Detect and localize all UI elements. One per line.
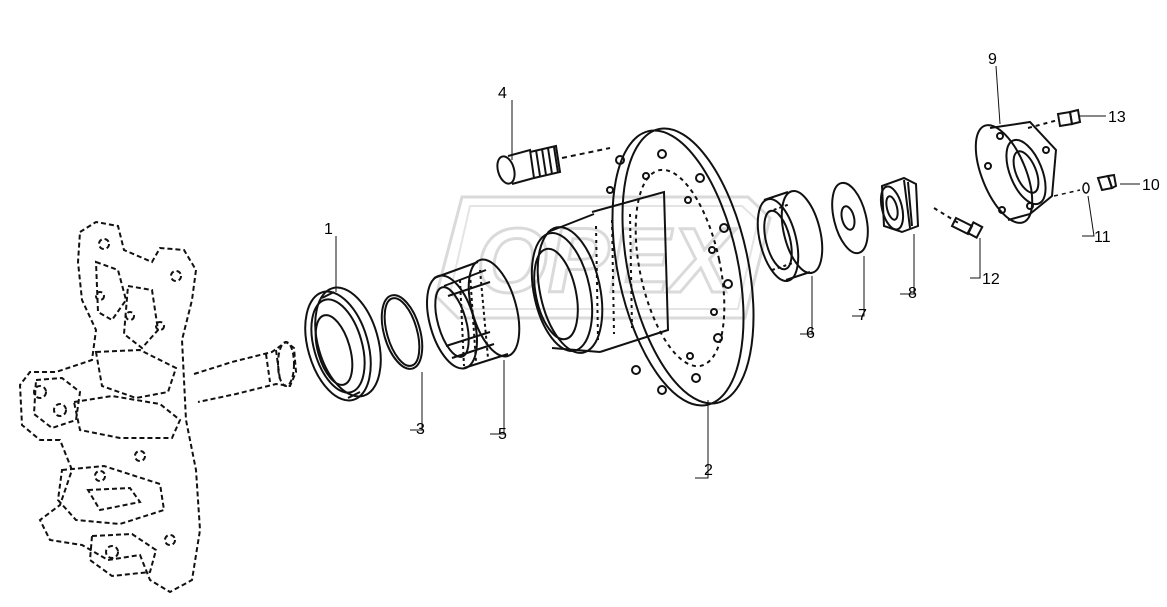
callout-8: 8 (908, 285, 917, 302)
callout-3: 3 (416, 421, 425, 438)
callout-2: 2 (704, 462, 713, 479)
opex-watermark: OPEX (434, 195, 772, 320)
callout-1: 1 (324, 221, 333, 238)
part-5-bearing (426, 258, 521, 370)
callout-4: 4 (498, 85, 507, 102)
part-7-washer (831, 181, 869, 255)
part-2-hub (530, 127, 755, 407)
part-1-seal (304, 286, 382, 402)
leader-lines (335, 65, 1140, 479)
part-4-wheel-stud (496, 144, 611, 185)
part-9-cover (974, 120, 1058, 224)
callout-10: 10 (1142, 177, 1160, 194)
part-10-plug (1096, 173, 1118, 192)
part-3-o-ring (380, 294, 424, 370)
callout-13: 13 (1108, 109, 1126, 126)
callout-5: 5 (498, 426, 507, 443)
callout-12: 12 (982, 271, 1000, 288)
callout-9: 9 (988, 51, 997, 68)
part-13-bolt (1027, 108, 1082, 129)
callout-11: 11 (1094, 229, 1111, 246)
steering-knuckle (18, 220, 298, 594)
watermark-text: OPEX (476, 210, 736, 312)
callout-7: 7 (858, 307, 867, 324)
part-8-nut (879, 176, 920, 234)
callout-labels: 1 2 3 4 5 6 7 8 9 10 11 12 13 (324, 51, 1160, 479)
part-12-screw (933, 207, 984, 239)
callout-6: 6 (806, 325, 815, 342)
part-6-bearing (756, 190, 824, 282)
part-11-o-ring (1053, 182, 1090, 197)
